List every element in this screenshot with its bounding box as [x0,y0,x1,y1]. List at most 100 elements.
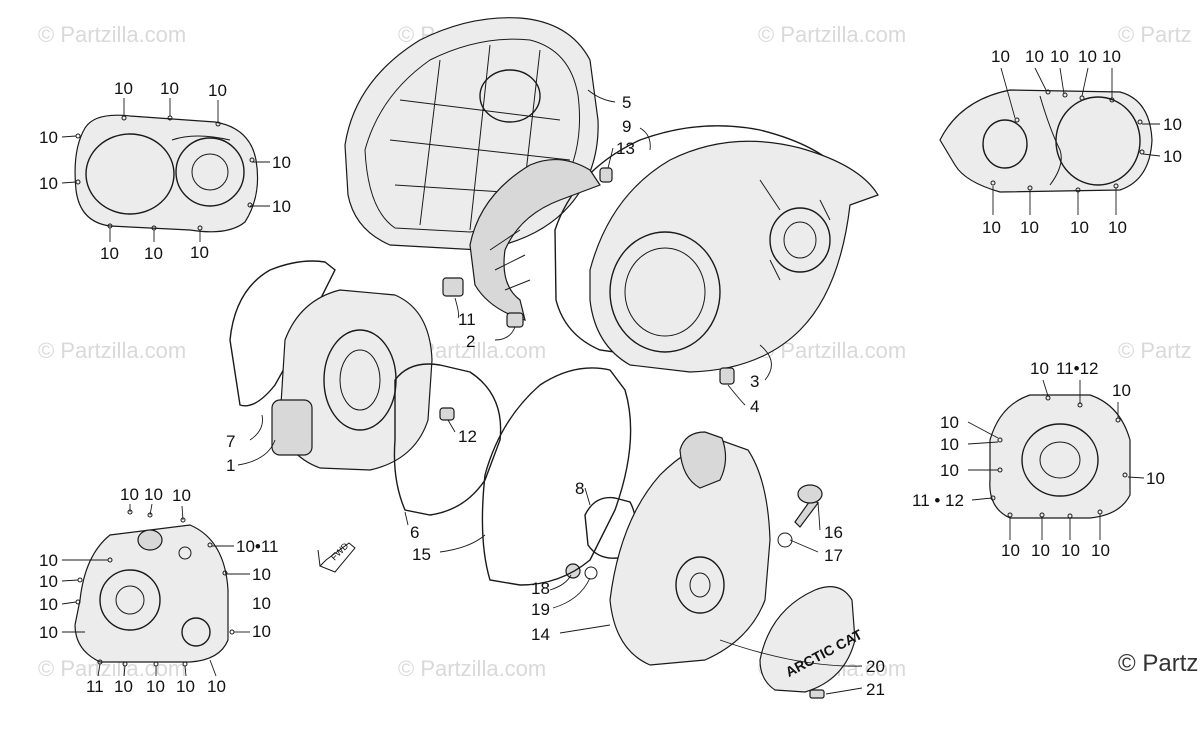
callout-10: 10 [1078,47,1097,66]
callout-1: 1 [226,456,235,475]
clutch-cover-outer-view [74,114,259,233]
callout-10: 10 [1070,218,1089,237]
callout-10: 10 [1163,115,1182,134]
watermark-text: © Partzilla.com [38,338,186,363]
callout-21: 21 [866,680,885,699]
watermark-text: © Partz [1118,338,1192,363]
callout-10-11: 10•11 [236,537,279,556]
callout-10: 10 [39,551,58,570]
bushing-part [506,312,524,328]
bolt-callouts-bottom-left: 10 10 10 10•11 10 10 10 10 10 10 10 11 1… [39,485,279,696]
stator-cover-part [609,431,771,666]
callout-10: 10 [982,218,1001,237]
callout-10: 10 [207,677,226,696]
callout-10: 10 [176,677,195,696]
leader-lines [237,89,863,695]
callout-10: 10 [940,461,959,480]
watermark-text: © Partz [1118,22,1192,47]
callout-19: 19 [531,600,550,619]
bolt-callouts-mid-right: 10 11•12 10 10 10 10 10 11 • 12 10 10 10… [912,359,1165,560]
callout-10: 10 [190,243,209,262]
callout-17: 17 [824,546,843,565]
callout-10: 10 [1146,469,1165,488]
callout-10: 10 [120,485,139,504]
watermark-text: © Partzilla.com [398,656,546,681]
dowel-pin-part [439,407,455,421]
o-ring-part [584,566,598,580]
callout-6: 6 [410,523,419,542]
callout-10: 10 [252,594,271,613]
callout-14: 14 [531,625,550,644]
dowel-pin-part [599,167,613,183]
stator-cover-gasket-part [481,367,632,586]
callout-11: 10 [39,623,58,642]
callout-10: 10 [1108,218,1127,237]
callout-10: 10 [39,128,58,147]
plug-part [719,367,735,385]
callout-10: 10 [1061,541,1080,560]
watermark-text: © Partzilla.com [38,22,186,47]
callout-10: 10 [272,197,291,216]
callout-11-12: 11•12 [1056,359,1099,378]
partzilla-corner-watermark: © Partz [1118,650,1199,677]
callout-10: 10 [1030,359,1049,378]
callout-10: 10 [144,485,163,504]
callout-3: 3 [750,372,759,391]
callout-20: 20 [866,657,885,676]
callout-10: 11 [86,677,104,696]
callout-15: 15 [412,545,431,564]
callout-10: 10 [940,435,959,454]
bolt-callouts-top-right: 10 10 10 10 10 10 10 10 10 10 10 [982,47,1182,237]
callout-16: 16 [824,523,843,542]
callout-10: 10 [100,244,119,263]
callout-10: 10 [1050,47,1069,66]
bolt-part [442,277,464,297]
o-ring-part [777,532,793,548]
clutch-cover-detail-view [939,89,1153,193]
callout-10: 10 [114,677,133,696]
callout-10: 10 [991,47,1010,66]
callout-10: 10 [208,81,227,100]
callout-10: 10 [1001,541,1020,560]
clutch-cover-housing-part [589,140,879,373]
callout-10: 10 [146,677,165,696]
callout-10: 10 [1112,381,1131,400]
bolt-callouts-top-left: 10 10 10 10 10 10 10 10 10 10 [39,79,291,263]
callout-10: 10 [172,486,191,505]
callout-12: 12 [458,427,477,446]
callout-labels: 5 9 13 11 2 3 4 7 1 12 6 15 8 16 17 18 1… [226,93,885,699]
callout-10: 10 [39,595,58,614]
callout-10: 10 [272,153,291,172]
stator-cover-detail-view [989,394,1131,519]
inner-clutch-cover-part [271,289,433,471]
callout-4: 4 [750,397,759,416]
callout-10: 10 [1091,541,1110,560]
callout-10: 10 [1031,541,1050,560]
callout-10: 10 [1020,218,1039,237]
bolt-leader-ticks [61,67,1161,677]
forward-arrow-icon: FWD [317,540,356,573]
callout-10: 10 [39,174,58,193]
callout-11: 11 [458,310,476,329]
callout-10: 10 [39,572,58,591]
callout-18: 18 [531,579,550,598]
callout-7: 7 [226,432,235,451]
callout-10: 10 [252,565,271,584]
stator-cover-bolt-view [74,509,235,667]
callout-10: 10 [160,79,179,98]
screw-part [809,689,825,699]
watermark-text: © Partzilla.com [758,22,906,47]
callout-10: 10 [1163,147,1182,166]
callout-10: 10 [1025,47,1044,66]
callout-2: 2 [466,332,475,351]
callout-10: 10 [940,413,959,432]
callout-10: 10 [1102,47,1121,66]
callout-10: 10 [252,622,271,641]
inner-cover-gasket-part [229,260,336,407]
callout-11-12: 11 • 12 [912,491,964,510]
callout-5: 5 [622,93,631,112]
callout-10: 10 [114,79,133,98]
callout-10: 10 [144,244,163,263]
